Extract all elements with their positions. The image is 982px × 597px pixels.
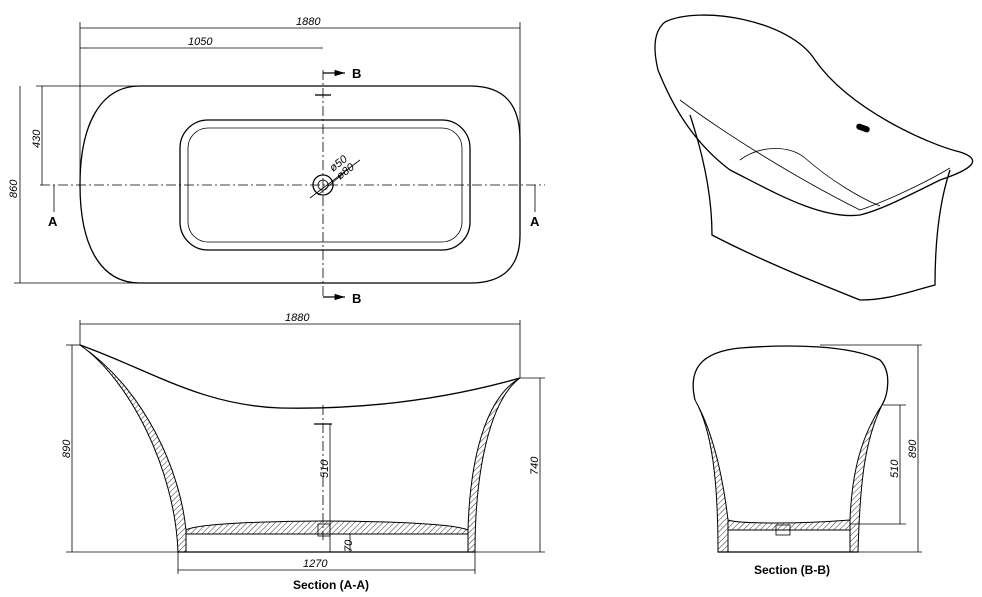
perspective-body xyxy=(689,114,951,301)
section-aa-view: 1880 890 740 510 70 1270 Section (A-A) xyxy=(61,312,545,592)
section-aa-base-height-dimension: 70 xyxy=(343,539,355,552)
perspective-basin xyxy=(739,148,881,207)
section-aa-overflow-dimension: 510 xyxy=(319,459,331,478)
section-bb-left-wall xyxy=(694,399,729,553)
perspective-overflow xyxy=(856,123,870,133)
perspective-outer-rim xyxy=(654,14,974,217)
top-view: ø50 ø80 1880 1050 430 860 A A B B xyxy=(8,16,545,306)
section-bb-overflow-dimension: 510 xyxy=(889,459,901,478)
top-length-dimension: 1880 xyxy=(296,16,321,28)
drain-outer xyxy=(312,174,334,196)
section-aa-base-length-dimension: 1270 xyxy=(303,558,328,570)
drain-inner xyxy=(317,179,329,191)
section-b-bottom-marker: B xyxy=(352,291,361,306)
section-bb-height-dimension: 890 xyxy=(907,439,919,458)
perspective-inner-rim xyxy=(679,99,951,211)
section-a-right-marker: A xyxy=(530,214,540,229)
section-bb-outline xyxy=(692,345,889,406)
top-view-outline xyxy=(79,85,521,284)
section-aa-left-wall xyxy=(79,344,187,553)
section-aa-height-right-dimension: 740 xyxy=(529,456,541,475)
section-aa-length-dimension: 1880 xyxy=(285,312,310,324)
section-b-top-marker: B xyxy=(352,66,361,81)
section-a-left-marker: A xyxy=(48,214,58,229)
overall-width-dimension: 860 xyxy=(8,179,20,198)
half-width-dimension: 430 xyxy=(31,129,43,148)
section-bb-view: 890 510 Section (B-B) xyxy=(692,344,922,577)
section-aa-height-left-dimension: 890 xyxy=(61,439,73,458)
section-aa-caption: Section (A-A) xyxy=(293,578,369,592)
section-aa-rim xyxy=(79,344,521,409)
drain-offset-dimension: 1050 xyxy=(188,36,213,48)
section-aa-floor xyxy=(185,520,469,535)
section-aa-right-wall xyxy=(467,377,521,553)
section-bb-right-wall xyxy=(849,404,883,553)
section-bb-caption: Section (B-B) xyxy=(754,563,830,577)
perspective-view xyxy=(654,14,974,301)
